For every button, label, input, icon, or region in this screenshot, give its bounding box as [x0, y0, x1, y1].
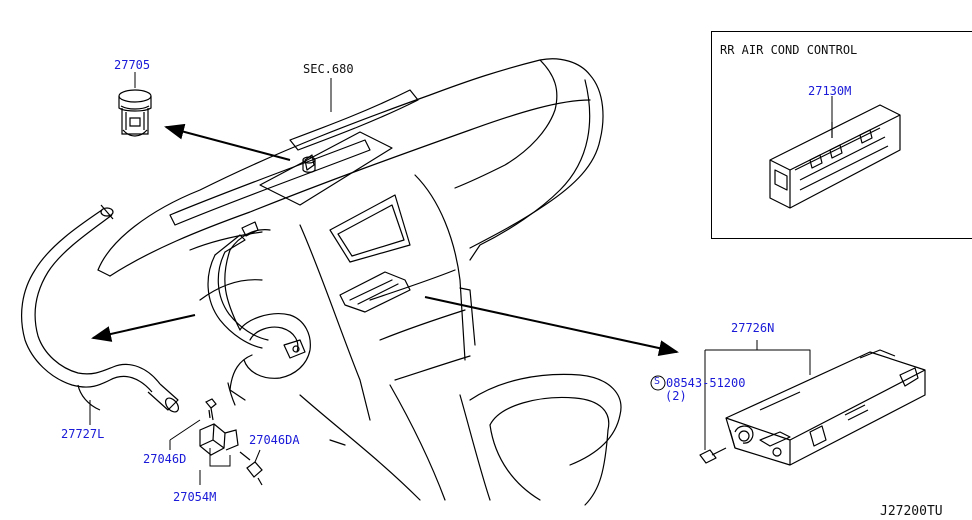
part-label-27130M[interactable]: 27130M: [808, 84, 852, 98]
part-label-27054M[interactable]: 27054M: [173, 490, 217, 504]
leader-lines: [89, 72, 833, 485]
part-label-27046DA[interactable]: 27046DA: [249, 433, 300, 447]
clip-27046D-drawing: [199, 398, 263, 486]
callout-arrows: [91, 123, 679, 356]
hose-27727L-drawing: [20, 204, 180, 413]
screw-symbol-circle: [650, 375, 666, 391]
part-label-08543-51200[interactable]: 08543-51200: [666, 376, 746, 390]
part-label-27726N[interactable]: 27726N: [731, 321, 775, 335]
part-label-27727L[interactable]: 27727L: [61, 427, 105, 441]
part-label-27046D[interactable]: 27046D: [143, 452, 187, 466]
dashboard-drawing: [97, 58, 622, 506]
inset-frame: [711, 31, 972, 239]
screw-symbol-label: S: [654, 376, 661, 387]
sensor-27705-drawing: [118, 89, 152, 137]
diagram-code: J27200TU: [880, 504, 943, 519]
part-label-27705[interactable]: 27705: [114, 58, 151, 72]
control-27130M-drawing: [769, 104, 901, 209]
inset-title: RR AIR COND CONTROL: [720, 43, 858, 57]
section-ref-label[interactable]: SEC.680: [303, 62, 354, 76]
screw-quantity-label: (2): [665, 389, 687, 403]
module-27726N-drawing: [699, 340, 926, 466]
